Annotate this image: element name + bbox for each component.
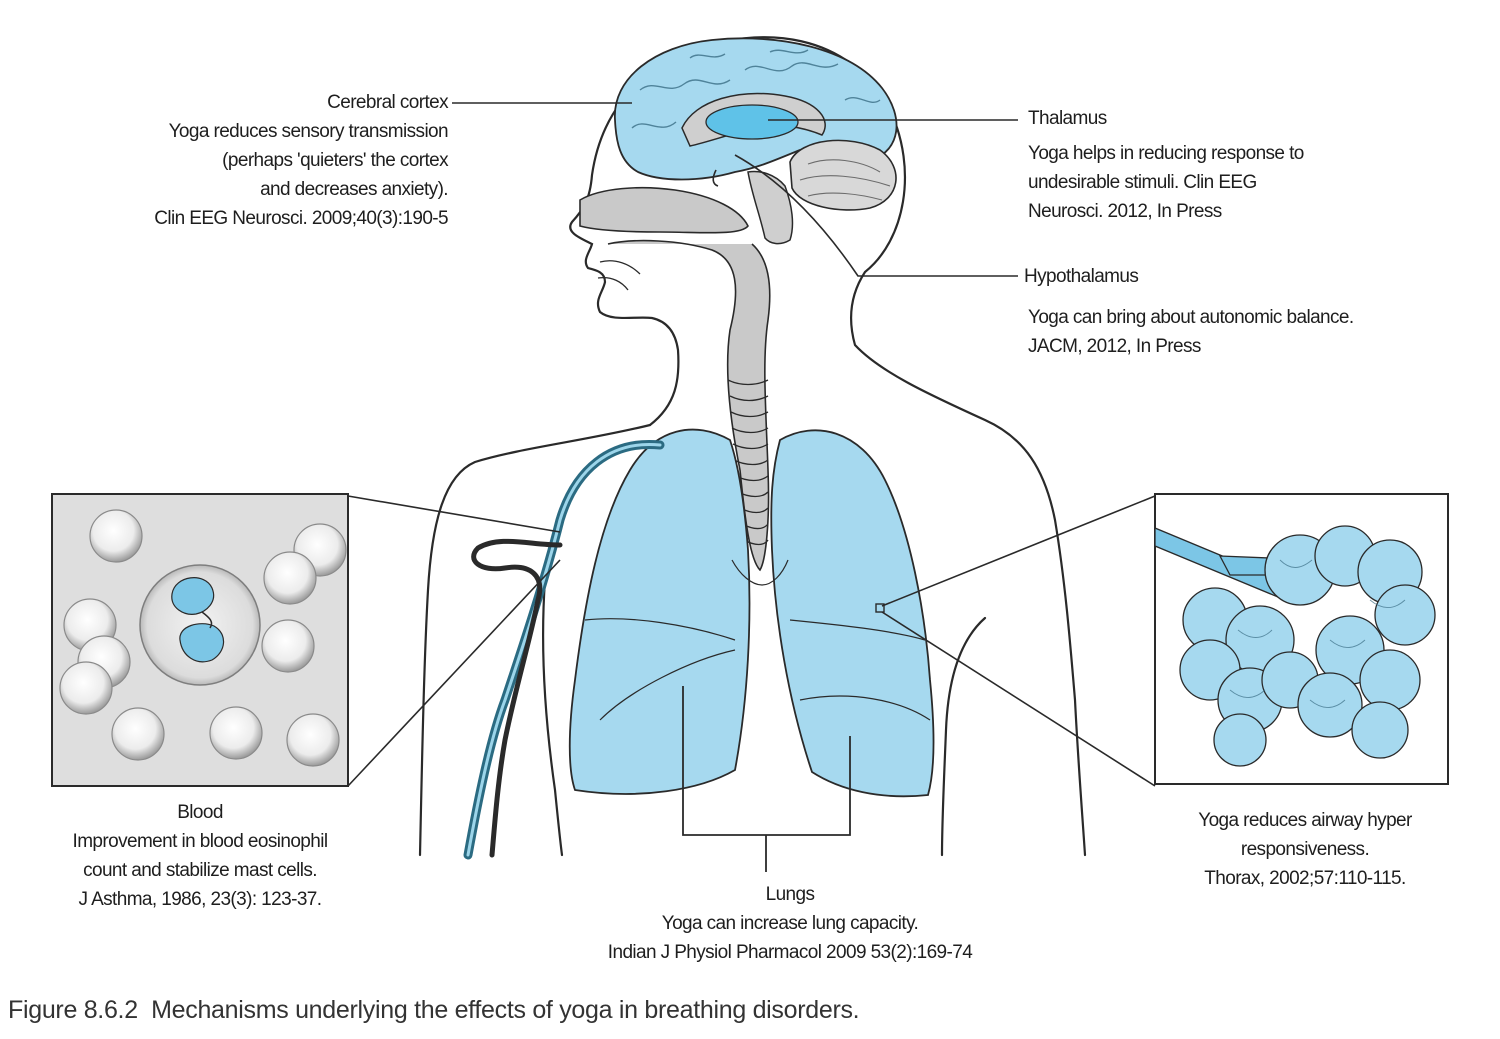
- label-thalamus: Thalamus Yoga helps in reducing response…: [1028, 104, 1304, 226]
- leader-lines: [347, 102, 1156, 787]
- thalamus-ref: Neurosci. 2012, In Press: [1028, 201, 1222, 222]
- blood-inset: [51, 493, 349, 787]
- blood-ref: J Asthma, 1986, 23(3): 123-37.: [78, 889, 322, 910]
- hypothalamus-ref: JACM, 2012, In Press: [1028, 336, 1201, 357]
- cortex-ref: Clin EEG Neurosci. 2009;40(3):190-5: [154, 208, 448, 229]
- caption-number: Figure 8.6.2: [8, 996, 138, 1024]
- brain: [614, 37, 898, 245]
- hypothalamus-line1: Yoga can bring about autonomic balance.: [1028, 307, 1354, 328]
- hypothalamus-title: Hypothalamus: [1024, 266, 1139, 287]
- airway-ref: Thorax, 2002;57:110-115.: [1204, 868, 1406, 889]
- label-blood: Blood Improvement in blood eosinophil co…: [40, 798, 360, 914]
- thalamus-line2: undesirable stimuli. Clin EEG: [1028, 172, 1257, 193]
- thalamus-title: Thalamus: [1028, 108, 1107, 129]
- cortex-line2: (perhaps 'quieters' the cortex: [222, 150, 448, 171]
- eosinophil-nucleus-lower: [179, 623, 225, 663]
- red-blood-cells: [59, 509, 347, 767]
- eosinophil-nucleus-upper: [171, 577, 215, 615]
- caption-text: Mechanisms underlying the effects of yog…: [151, 996, 860, 1024]
- right-lung: [770, 429, 935, 798]
- figure-caption: Figure 8.6.2 Mechanisms underlying the e…: [8, 996, 860, 1025]
- cortex-line1: Yoga reduces sensory transmission: [168, 121, 449, 142]
- thalamus-highlight: [705, 104, 799, 140]
- cortex-line3: and decreases anxiety).: [260, 179, 449, 200]
- lungs: [568, 428, 935, 872]
- airway-line2: responsiveness.: [1240, 839, 1370, 860]
- lungs-line1: Yoga can increase lung capacity.: [661, 913, 919, 934]
- cortex-title: Cerebral cortex: [327, 92, 448, 113]
- blood-vessel: [463, 439, 665, 860]
- airway-upper: [579, 186, 771, 572]
- airway-line1: Yoga reduces airway hyper: [1198, 810, 1412, 831]
- label-airway: Yoga reduces airway hyper responsiveness…: [1150, 806, 1460, 893]
- alveoli-clusters: [1179, 525, 1436, 767]
- blood-line2: count and stabilize mast cells.: [83, 860, 317, 881]
- lungs-ref: Indian J Physiol Pharmacol 2009 53(2):16…: [607, 942, 973, 963]
- label-cerebral-cortex: Cerebral cortex Yoga reduces sensory tra…: [154, 88, 448, 233]
- lungs-title: Lungs: [765, 884, 815, 905]
- blood-title: Blood: [177, 802, 223, 823]
- alveoli-inset: [1154, 493, 1449, 785]
- blood-line1: Improvement in blood eosinophil: [72, 831, 329, 852]
- left-lung: [568, 428, 751, 795]
- label-hypothalamus: Hypothalamus Yoga can bring about autono…: [1024, 262, 1354, 361]
- label-lungs: Lungs Yoga can increase lung capacity. I…: [540, 880, 1040, 967]
- thalamus-line1: Yoga helps in reducing response to: [1028, 143, 1304, 164]
